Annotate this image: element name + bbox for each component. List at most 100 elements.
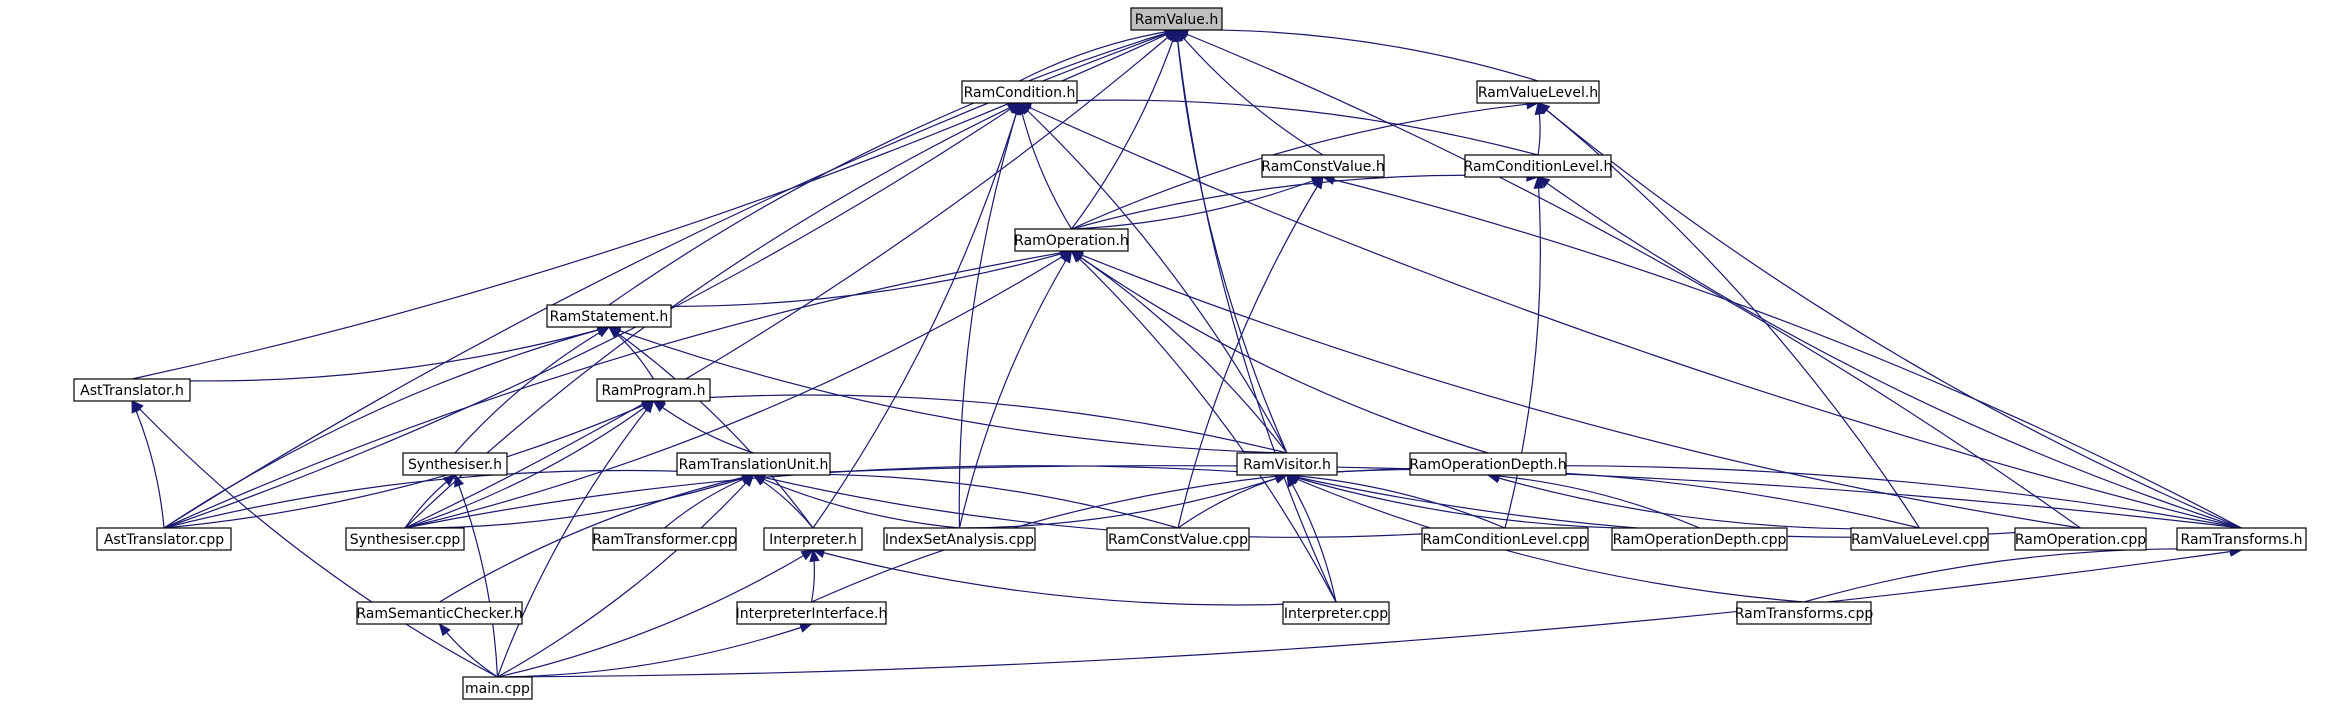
node-box [1464, 154, 1612, 178]
node-label: main.cpp [465, 681, 530, 697]
node-box [345, 527, 465, 551]
node-box [96, 527, 232, 551]
node-box [462, 676, 533, 700]
node-label: RamValueLevel.h [1478, 85, 1598, 101]
edge-ramsemanticchecker_h-to-ramtranslationunit_h [439, 474, 754, 603]
node-synthesiser-h[interactable]: Synthesiser.h [402, 452, 508, 476]
node-ramconstvalue-h[interactable]: RamConstValue.h [1261, 154, 1385, 178]
edge-ramvisitor_h-to-ramprogram_h [653, 394, 1288, 454]
node-interpreter-h[interactable]: Interpreter.h [763, 527, 863, 551]
node-box [2014, 527, 2147, 551]
edge-main_cpp-to-ramtransforms_h [497, 549, 2242, 678]
node-ramvisitor-h[interactable]: RamVisitor.h [1236, 452, 1338, 476]
node-box [1282, 601, 1390, 625]
node-ramoperationdepth-h[interactable]: RamOperationDepth.h [1409, 452, 1567, 476]
dependency-edges [131, 24, 2243, 678]
node-ramcondition-h[interactable]: RamCondition.h [961, 80, 1078, 104]
edge-ramconstvalue_h-to-ramvalue_h [1176, 29, 1324, 156]
node-box [356, 601, 523, 625]
edge-ramoperation_h-to-ramcondition_h [1018, 102, 1073, 230]
node-box [763, 527, 863, 551]
node-box [596, 378, 711, 402]
node-box [1476, 80, 1600, 104]
edge-synthesiser_h-to-ramstatement_h [454, 326, 610, 454]
node-box [1236, 452, 1338, 476]
node-label: RamConditionLevel.cpp [1422, 532, 1587, 548]
edge-main_cpp-to-ramprogram_h [496, 400, 654, 678]
node-ramoperation-cpp[interactable]: RamOperation.cpp [2014, 527, 2147, 551]
edge-interpreter_h-to-ramcondition_h [812, 102, 1021, 529]
edge-ramconstvalue_cpp-to-ramconstvalue_h [1177, 176, 1324, 529]
node-synthesiser-cpp[interactable]: Synthesiser.cpp [345, 527, 465, 551]
node-ramconditionlevel-cpp[interactable]: RamConditionLevel.cpp [1421, 527, 1589, 551]
edge-ramvisitor_h-to-ramvalue_h [1175, 29, 1288, 454]
edge-synthesiser_cpp-to-ramvisitor_h [404, 465, 1288, 529]
arrowhead-icon [454, 473, 465, 488]
node-label: RamConstValue.h [1261, 159, 1384, 175]
node-ramoperationdepth-cpp[interactable]: RamOperationDepth.cpp [1611, 527, 1788, 551]
node-label: RamVisitor.h [1243, 457, 1331, 473]
node-box [1611, 527, 1788, 551]
edge-interpreter_cpp-to-ramoperation_h [1071, 250, 1337, 603]
arrowhead-icon [1172, 28, 1184, 43]
node-interpreter-cpp[interactable]: Interpreter.cpp [1282, 601, 1390, 625]
edge-interpreter_h-to-ramstatement_h [608, 326, 814, 529]
node-box [1850, 527, 1989, 551]
node-label: RamTransforms.h [2181, 532, 2303, 548]
node-asttranslator-cpp[interactable]: AstTranslator.cpp [96, 527, 232, 551]
arrowhead-icon [1536, 102, 1551, 115]
node-label: AstTranslator.h [80, 383, 184, 399]
edge-ramvaluelevel_cpp-to-ramoperationdepth_h [1487, 474, 1920, 530]
edge-ramtransforms_cpp-to-ramvisitor_h [1286, 474, 1805, 603]
node-label: IndexSetAnalysis.cpp [885, 532, 1034, 548]
edge-indexsetanalysis_cpp-to-ramcondition_h [958, 102, 1021, 529]
node-interpreterinterface-h[interactable]: InterpreterInterface.h [736, 601, 888, 625]
node-box [1106, 527, 1250, 551]
node-box [883, 527, 1036, 551]
edge-ramvisitor_h-to-ramoperation_h [1071, 250, 1288, 454]
node-box [1014, 228, 1129, 252]
edge-ramconditionlevel_cpp-to-ramvisitor_h [1286, 474, 1506, 529]
edge-ramoperation_h-to-ramvalue_h [1071, 29, 1178, 230]
arrowhead-icon [131, 400, 144, 413]
node-ramtransforms-h[interactable]: RamTransforms.h [2176, 527, 2307, 551]
node-ramconstvalue-cpp[interactable]: RamConstValue.cpp [1106, 527, 1250, 551]
node-box [2176, 527, 2307, 551]
node-ramprogram-h[interactable]: RamProgram.h [596, 378, 711, 402]
node-ramtransformer-cpp[interactable]: RamTransformer.cpp [592, 527, 737, 551]
node-asttranslator-h[interactable]: AstTranslator.h [73, 378, 191, 402]
edge-asttranslator_h-to-ramstatement_h [131, 326, 610, 382]
node-ramstatement-h[interactable]: RamStatement.h [546, 304, 672, 328]
node-label: Synthesiser.cpp [350, 532, 461, 548]
edge-ramvaluelevel_h-to-ramvalue_h [1176, 29, 1539, 82]
node-label: RamValueLevel.cpp [1851, 532, 1988, 548]
edge-asttranslator_cpp-to-ramstatement_h [163, 326, 610, 529]
edge-ramoperation_cpp-to-ramvalue_h [1176, 29, 2081, 529]
node-ramtranslationunit-h[interactable]: RamTranslationUnit.h [676, 452, 831, 476]
edge-main_cpp-to-ramtranslationunit_h [497, 474, 754, 678]
node-label: RamOperationDepth.h [1409, 457, 1566, 473]
node-ramconditionlevel-h[interactable]: RamConditionLevel.h [1464, 154, 1613, 178]
node-ramtransforms-cpp[interactable]: RamTransforms.cpp [1735, 601, 1874, 625]
node-label: RamTransforms.cpp [1735, 606, 1874, 622]
arrowhead-icon [1536, 176, 1551, 188]
arrowhead-icon [809, 548, 820, 563]
node-box [73, 378, 191, 402]
edge-ramoperation_cpp-to-ramoperation_h [1071, 250, 2081, 529]
node-label: AstTranslator.cpp [104, 532, 224, 548]
node-main-cpp[interactable]: main.cpp [462, 676, 533, 700]
node-ramvalue-h[interactable]: RamValue.h [1130, 7, 1223, 31]
node-box [1130, 7, 1223, 31]
node-label: RamTransformer.cpp [592, 532, 736, 548]
edge-asttranslator_cpp-to-ramtranslationunit_h [163, 469, 754, 529]
edge-ramconditionlevel_h-to-ramcondition_h [1019, 99, 1539, 156]
node-label: RamTranslationUnit.h [679, 457, 829, 473]
node-ramsemanticchecker-h[interactable]: RamSemanticChecker.h [356, 601, 523, 625]
node-label: Synthesiser.h [408, 457, 502, 473]
arrowhead-icon [741, 474, 755, 488]
node-box [1421, 527, 1589, 551]
node-ramvaluelevel-h[interactable]: RamValueLevel.h [1476, 80, 1600, 104]
node-ramoperation-h[interactable]: RamOperation.h [1014, 228, 1129, 252]
node-ramvaluelevel-cpp[interactable]: RamValueLevel.cpp [1850, 527, 1989, 551]
node-indexsetanalysis-cpp[interactable]: IndexSetAnalysis.cpp [883, 527, 1036, 551]
